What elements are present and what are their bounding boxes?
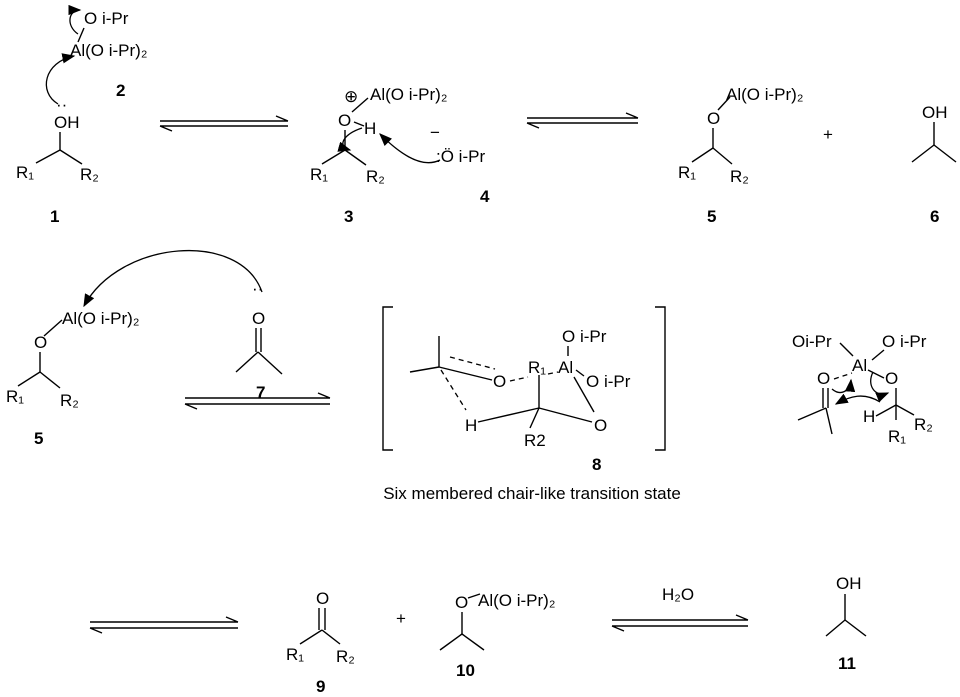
c9-o: O [316,589,329,608]
ts-caption: Six membered chair-like transition state [383,484,681,503]
compound-5: Al(O i-Pr)₂ O R₁ R₂ 5 [678,85,803,226]
curved-arrow [337,127,363,152]
compound-9: O R₁ R₂ 9 [286,589,355,696]
ts-r2: R2 [524,431,546,450]
c5b-r1: R₁ [6,387,24,406]
compound-4: − :Ö i-Pr 4 [379,123,490,206]
label-11: 11 [838,654,856,673]
compound-2: O i-Pr Al(O i-Pr)₂ 2 [45,4,147,105]
c5-o: O [707,109,720,128]
c5-r2: R₂ [730,167,749,186]
ts-o2: O [594,416,607,435]
compound-11: OH 11 [825,574,867,673]
c2-oipr: O i-Pr [84,9,129,28]
c2-al: Al(O i-Pr)₂ [70,41,147,60]
c1-r2: R₂ [80,165,99,184]
c5-r1: R₁ [678,163,696,182]
compound-1: ·· OH R₁ R₂ 1 [16,95,99,226]
label-2: 2 [116,81,125,100]
c4-charge: − [430,123,440,142]
curved-arrow [45,53,76,105]
c4-text: :Ö i-Pr [436,147,485,166]
label-7: 7 [256,383,265,402]
reagent-h2o: H₂O [662,585,694,604]
label-6: 6 [930,207,939,226]
equilibrium-arrow [89,616,239,634]
mech-oipr-left: Oi-Pr [792,332,832,351]
c6-oh: OH [922,103,948,122]
c1-oh: OH [54,113,80,132]
mech-r1: R₁ [888,427,906,446]
curved-arrow [379,133,441,164]
curved-arrow [68,4,82,35]
plus-sign: + [823,125,833,144]
curved-arrow [83,249,263,308]
mech-r2: R₂ [914,415,933,434]
bond [77,27,85,43]
mechanism-detail: Oi-Pr O i-Pr Al O O H R₂ R₁ [792,332,933,446]
c5b-o: O [34,333,47,352]
c1-r1: R₁ [16,163,34,182]
left-bracket [382,306,393,451]
c5b-r2: R₂ [60,391,79,410]
c9-r1: R₁ [286,645,304,664]
compound-10: Al(O i-Pr)₂ O 10 [439,591,555,680]
c3-r1: R₁ [310,165,328,184]
label-1: 1 [50,207,59,226]
compound-7: ·· O 7 [235,279,283,402]
mech-o-right: O [885,369,898,388]
label-5b: 5 [34,429,43,448]
ts-oipr1: O i-Pr [562,327,607,346]
ts-r1: R₁ [528,358,546,377]
mech-al: Al [852,356,867,375]
ts-oipr2: O i-Pr [586,372,631,391]
label-8: 8 [592,455,601,474]
c3-charge: ⊕ [344,87,358,106]
c11-oh: OH [836,574,862,593]
equilibrium-arrow [159,115,289,132]
label-10: 10 [456,661,475,680]
c3-h: H [364,119,376,138]
c10-al: Al(O i-Pr)₂ [478,591,555,610]
ts-al: Al [558,358,573,377]
compound-5-row2: Al(O i-Pr)₂ O R₁ R₂ 5 [6,309,139,448]
mech-h: H [863,407,875,426]
mech-oipr-right: O i-Pr [882,332,927,351]
right-bracket [655,306,666,451]
label-5: 5 [707,207,716,226]
c1-lone-pair: ·· [56,95,67,114]
c3-al: Al(O i-Pr)₂ [370,85,447,104]
c10-o: O [455,593,468,612]
equilibrium-arrow [526,112,639,129]
c3-r2: R₂ [366,167,385,186]
c3-o: O [338,111,351,130]
equilibrium-arrow-h2o: H₂O [611,585,749,632]
compound-3: ⊕ Al(O i-Pr)₂ O H R₁ R₂ 3 [310,85,447,226]
ts-o1: O [493,372,506,391]
label-3: 3 [344,207,353,226]
compound-6: OH 6 [911,103,957,226]
ts-h: H [465,416,477,435]
label-9: 9 [316,677,325,696]
equilibrium-arrow [184,392,331,410]
plus-sign: + [396,609,406,628]
c5-al: Al(O i-Pr)₂ [726,85,803,104]
transition-state-8: O R₁ Al O i-Pr O i-Pr H O R2 8 Six membe… [382,306,681,503]
mech-o-left: O [817,369,830,388]
c5b-al: Al(O i-Pr)₂ [62,309,139,328]
c9-r2: R₂ [336,647,355,666]
c7-o: O [252,309,265,328]
label-4: 4 [480,187,490,206]
c7-lone-pair: ·· [252,279,263,298]
